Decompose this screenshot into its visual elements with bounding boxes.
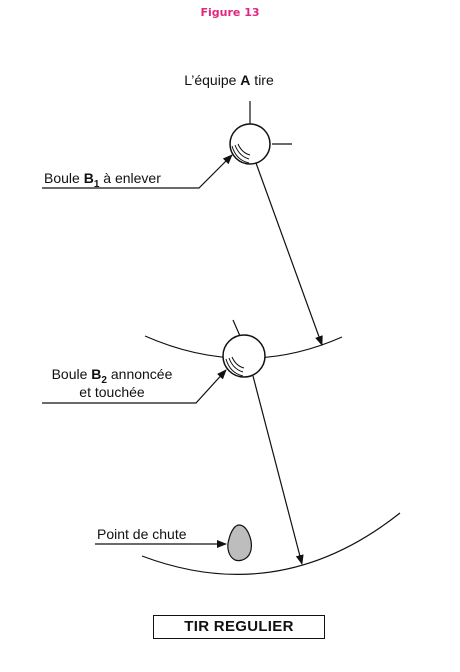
trajectory-b2 (252, 375, 304, 565)
ball-b2-tick-top (232, 319, 241, 337)
team-label: L’équipe A tire (184, 72, 274, 88)
ball-b1-circle (229, 123, 271, 165)
impact-mark (227, 524, 252, 562)
impact-arc (141, 512, 401, 575)
trajectory-b1 (255, 162, 323, 346)
ball-b1-pointer (42, 154, 233, 189)
ball-b2 (222, 319, 266, 378)
ball-b2-pointer (42, 369, 227, 404)
caption-box: TIR REGULIER (153, 615, 325, 639)
ball-b2-shading (225, 358, 244, 377)
ball-b2-circle (222, 334, 266, 378)
ball-b1-shading (231, 145, 250, 164)
impact-label: Point de chute (97, 526, 187, 542)
ball-b1 (229, 101, 292, 165)
figure-title: Figure 13 (200, 6, 260, 19)
ball-b2-label-line2: et touchée (79, 384, 145, 400)
ball-b2-label: Boule B2 annoncée (52, 366, 173, 386)
ball-b1-label: Boule B1 à enlever (44, 170, 161, 190)
